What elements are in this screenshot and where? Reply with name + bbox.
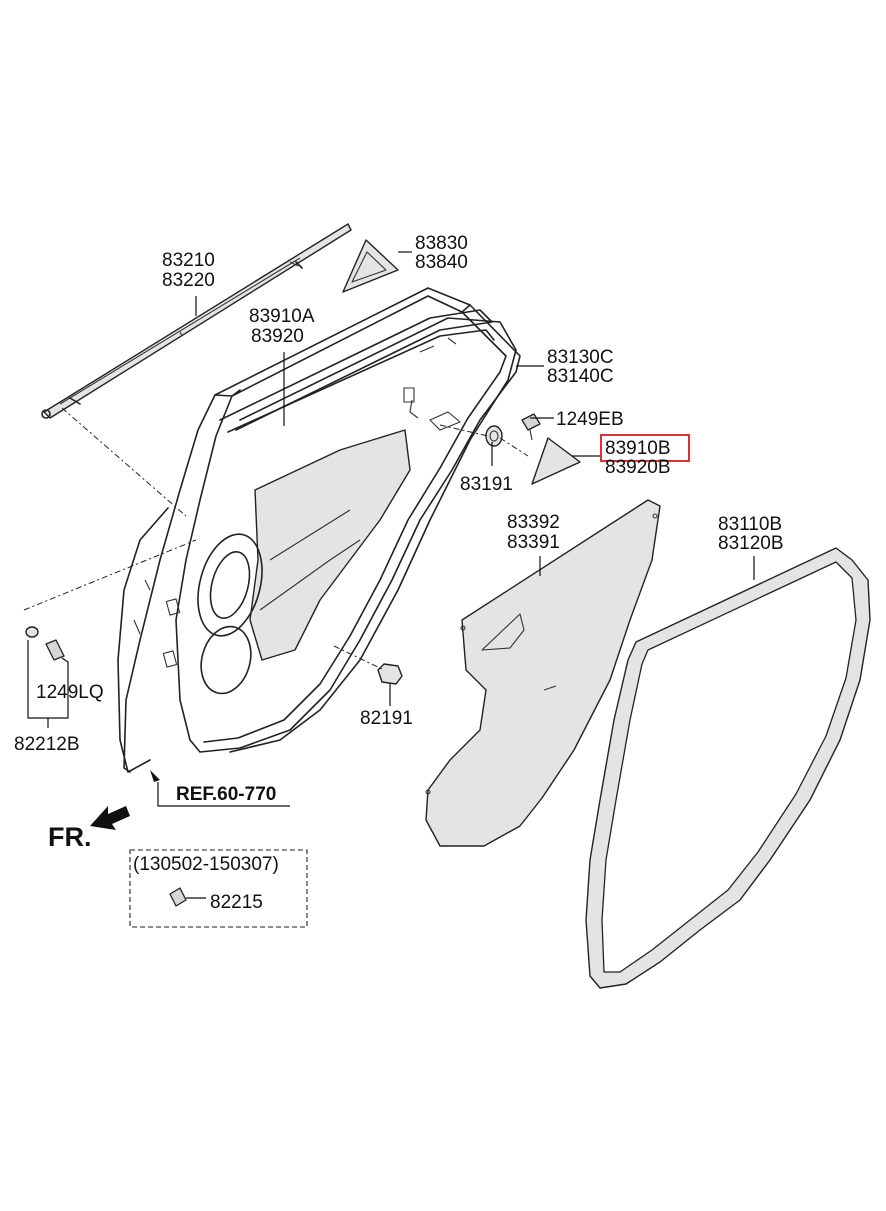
label-82215[interactable]: 82215 [210,892,263,913]
label-fr: FR. [48,822,92,852]
label-date-range: (130502-150307) [133,854,279,875]
clip-82215[interactable] [169,887,187,907]
label-83920[interactable]: 83920 [251,326,304,347]
label-83830[interactable]: 83830 [415,233,468,254]
label-ref[interactable]: REF.60-770 [176,784,276,805]
label-1249EB[interactable]: 1249EB [556,409,624,430]
door-panel[interactable] [117,287,521,773]
front-arrow-icon [90,806,130,830]
label-83391[interactable]: 83391 [507,532,560,553]
quarter-moulding[interactable] [342,239,399,293]
nut-82212B[interactable] [25,626,39,638]
label-83392[interactable]: 83392 [507,512,560,533]
insulation-pad[interactable] [425,499,661,847]
belt-moulding[interactable] [41,223,352,419]
weatherstrip[interactable] [585,547,871,989]
label-83210[interactable]: 83210 [162,250,215,271]
label-83920B[interactable]: 83920B [605,457,671,478]
label-83140C[interactable]: 83140C [547,366,614,387]
highlight-box [600,434,690,462]
label-83110B[interactable]: 83110B [718,514,782,535]
label-83910B[interactable]: 83910B [605,438,671,459]
label-83840[interactable]: 83840 [415,252,468,273]
label-83120B[interactable]: 83120B [718,533,784,554]
clip-83191[interactable] [485,425,503,447]
leader-lines [27,251,755,899]
delta-cover[interactable] [531,437,581,485]
label-82191[interactable]: 82191 [360,708,413,729]
label-82212B[interactable]: 82212B [14,734,80,755]
label-83130C[interactable]: 83130C [547,347,614,368]
date-range-box [129,849,308,928]
screw-1249LQ[interactable] [45,639,65,661]
bumper-82191[interactable] [377,663,403,685]
label-83220[interactable]: 83220 [162,270,215,291]
label-83910A[interactable]: 83910A [249,306,315,327]
label-83191[interactable]: 83191 [460,474,513,495]
label-1249LQ[interactable]: 1249LQ [36,682,104,703]
sash-seal[interactable] [229,317,517,753]
